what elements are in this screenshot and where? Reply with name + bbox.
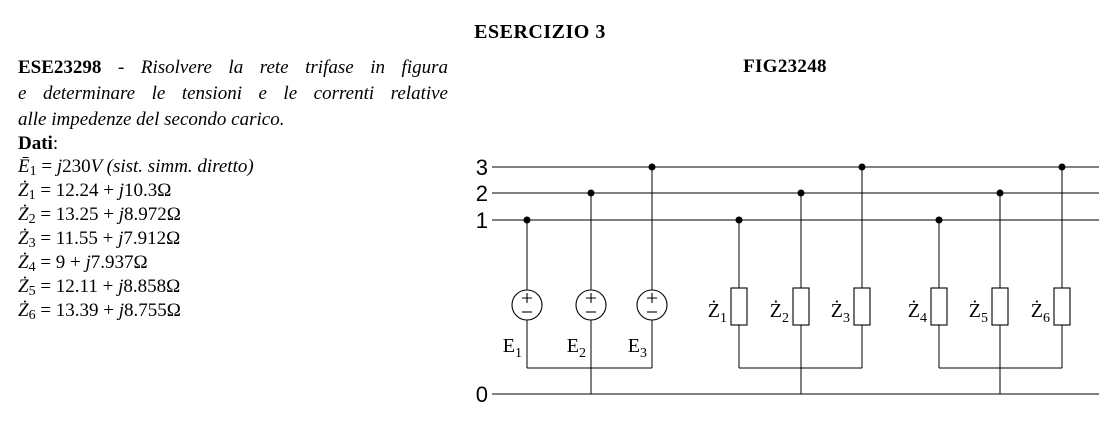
bus-label-2: 2 (476, 181, 488, 206)
circuit-diagram: 3 2 1 0 E1 E2 E3 Ż1 (476, 155, 1099, 407)
impedance-label-z5: Ż5 (969, 299, 988, 326)
equation-z3: Ż3 = 11.55 + j7.912Ω (18, 228, 181, 251)
plus-sign-icon (522, 293, 532, 303)
impedance-box (991, 287, 1009, 326)
impedance-z5: Ż5 (969, 189, 1009, 394)
impedance-box (792, 287, 810, 326)
bus-label-0: 0 (476, 382, 488, 407)
junction-dot (735, 216, 743, 224)
equation-z1: Ż1 = 12.24 + j10.3Ω (18, 180, 172, 203)
exercise-code: ESE23298 (18, 57, 102, 78)
impedance-label-z1: Ż1 (708, 299, 727, 326)
impedance-z4: Ż4 (908, 216, 948, 368)
source-label-e2: E2 (567, 335, 586, 361)
problem-statement: ESE23298 - Risolvere la rete trifase in … (18, 55, 448, 323)
impedance-box (930, 287, 948, 326)
bus-label-3: 3 (476, 155, 488, 180)
junction-dot (523, 216, 531, 224)
equation-z5: Ż5 = 12.11 + j8.858Ω (18, 276, 181, 299)
plus-sign-icon (586, 293, 596, 303)
impedance-z1: Ż1 (708, 216, 748, 368)
impedance-label-z4: Ż4 (908, 299, 927, 326)
impedance-box (1053, 287, 1071, 326)
page-title: ESERCIZIO 3 (474, 21, 606, 43)
dati-heading: Dati: (18, 133, 59, 154)
equation-z6: Ż6 = 13.39 + j8.755Ω (18, 300, 181, 323)
figure-title: FIG23248 (743, 56, 827, 77)
equation-z4: Ż4 = 9 + j7.937Ω (18, 252, 148, 275)
separator-dash: - (117, 57, 125, 78)
impedance-z6: Ż6 (1031, 163, 1071, 368)
impedance-box (730, 287, 748, 326)
junction-dot (935, 216, 943, 224)
problem-line-2: e determinare le tensioni e le correnti … (18, 83, 448, 104)
impedance-label-z2: Ż2 (770, 299, 789, 326)
junction-dot (858, 163, 866, 171)
junction-dot (587, 189, 595, 197)
plus-sign-icon (647, 293, 657, 303)
voltage-source-e3: E3 (628, 163, 668, 368)
junction-dot (1058, 163, 1066, 171)
problem-line-1: ESE23298 - Risolvere la rete trifase in … (18, 55, 448, 81)
equation-z2: Ż2 = 13.25 + j8.972Ω (18, 204, 181, 227)
problem-text: Risolvere la rete trifase in figura (140, 57, 449, 78)
impedance-label-z6: Ż6 (1031, 299, 1050, 326)
junction-dot (996, 189, 1004, 197)
junction-dot (797, 189, 805, 197)
impedance-box (853, 287, 871, 326)
voltage-source-e1: E1 (503, 216, 543, 368)
junction-dot (648, 163, 656, 171)
source-label-e1: E1 (503, 335, 522, 361)
impedance-z2: Ż2 (770, 189, 810, 394)
problem-line-3: alle impedenze del secondo carico. (18, 109, 285, 130)
impedance-z3: Ż3 (831, 163, 871, 368)
impedance-label-z3: Ż3 (831, 299, 850, 326)
bus-label-1: 1 (476, 208, 488, 233)
voltage-source-e2: E2 (567, 189, 607, 394)
source-label-e3: E3 (628, 335, 647, 361)
equation-e1: Ē1 = j230V (sist. simm. diretto) (18, 156, 254, 179)
